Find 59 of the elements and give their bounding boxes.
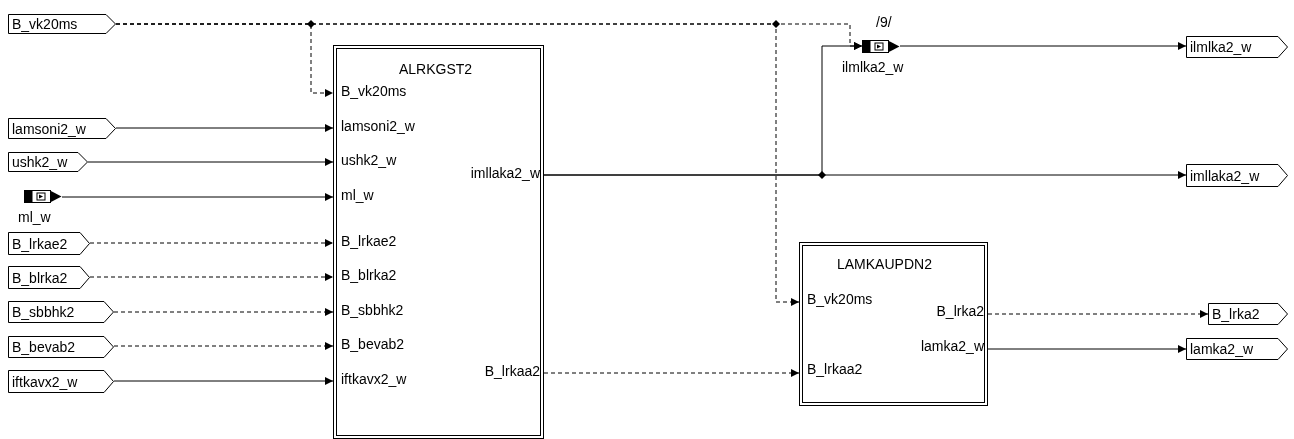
signal-name: B_lrkae2 (12, 236, 68, 251)
signal-name: B_lrka2 (1212, 307, 1260, 321)
signal-line (899, 42, 1187, 50)
signal-name: imllaka2_w (1190, 168, 1260, 183)
port-label: lamka2_w (920, 339, 984, 353)
output-port (1186, 338, 1288, 360)
signal-line (113, 308, 334, 316)
signal-name: B_blrka2 (12, 270, 68, 285)
signal-name: lamka2_w (1190, 342, 1254, 356)
signal-name: iftkavx2_w (12, 374, 78, 389)
port-label: lamsoni2_w (341, 119, 415, 133)
signal-line (987, 345, 1187, 353)
port-label: B_lrkaa2 (807, 362, 863, 376)
signal-line (113, 342, 334, 350)
input-port (8, 232, 90, 255)
signal-line (89, 273, 334, 281)
signal-name: ushk2_w (12, 155, 68, 169)
port-label: B_bevab2 (341, 337, 405, 351)
port-label: ml_w (341, 188, 374, 202)
input-port (8, 152, 88, 172)
port-label: imllaka2_w (470, 166, 540, 180)
function-block (799, 242, 988, 406)
page-reference: /9/ (876, 15, 892, 29)
port-label: B_vk20ms (341, 84, 407, 98)
block-title: LAMKAUPDN2 (837, 257, 932, 271)
input-port (8, 14, 116, 34)
signal-line (543, 369, 800, 377)
output-port (1208, 303, 1288, 325)
signal-name: B_sbbhk2 (12, 305, 75, 319)
port-label: B_blrka2 (341, 268, 397, 282)
output-port (1186, 164, 1288, 187)
signal-name: B_vk20ms (12, 17, 78, 31)
signal-label: ml_w (18, 210, 51, 224)
port-label: B_lrkae2 (341, 234, 397, 248)
signal-line (61, 193, 334, 201)
port-label: iftkavx2_w (341, 372, 407, 386)
block-title: ALRKGST2 (399, 62, 473, 76)
signal-line (115, 124, 334, 132)
input-port (8, 301, 114, 323)
output-port (1186, 36, 1288, 58)
port-label: ushk2_w (341, 153, 397, 167)
port-label: B_lrkaa2 (484, 364, 540, 378)
signal-line (113, 377, 334, 385)
signal-name: ilmlka2_w (1190, 40, 1252, 54)
input-port (8, 370, 114, 393)
input-port (8, 266, 90, 289)
signal-name: lamsoni2_w (12, 121, 86, 136)
signal-name: B_bevab2 (12, 340, 76, 354)
signal-line (87, 158, 334, 166)
function-block (333, 45, 544, 439)
signal-line (987, 310, 1209, 318)
signal-line (543, 42, 863, 176)
signal-label: ilmlka2_w (842, 60, 904, 74)
input-port (8, 118, 116, 139)
input-port (8, 336, 114, 358)
port-label: B_lrka2 (936, 304, 984, 318)
port-label: B_sbbhk2 (341, 303, 404, 317)
port-label: B_vk20ms (807, 292, 873, 306)
signal-line (89, 239, 334, 247)
